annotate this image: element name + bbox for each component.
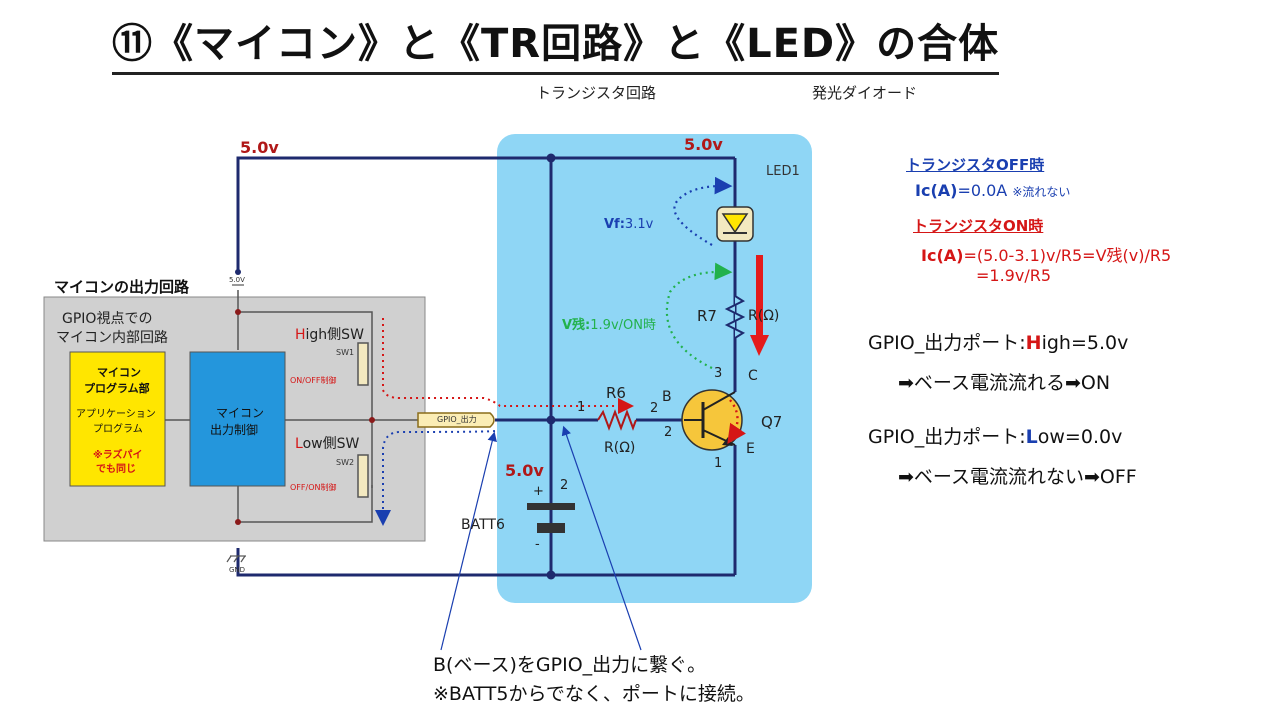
batt-id-label: BATT6 xyxy=(461,517,505,533)
transistor-q7 xyxy=(681,389,743,451)
bottom-note-line1: B(ベース)をGPIO_出力に繋ぐ。 xyxy=(433,654,707,676)
batt-minus-label: - xyxy=(535,537,540,552)
battery-batt6 xyxy=(527,503,575,533)
led-id-label: LED1 xyxy=(766,164,800,179)
output-line1: マイコン xyxy=(216,406,265,420)
led-symbol xyxy=(716,206,754,242)
vcc-right-label: 5.0v xyxy=(684,135,723,154)
bottom-note-line2: ※BATT5からでなく、ポートに接続。 xyxy=(433,683,755,705)
program-line6: でも同じ xyxy=(96,464,136,475)
gpio-pin-tag xyxy=(417,412,495,428)
batt-pin2-label: 2 xyxy=(560,478,569,493)
low-flow-arrow xyxy=(375,430,496,526)
r6-label: R6 xyxy=(606,384,626,402)
gpio-low-result: ➡ベース電流流れない➡OFF xyxy=(898,466,1137,488)
high-flow-arrow xyxy=(382,318,634,414)
output-block xyxy=(189,351,286,487)
transistor-panel xyxy=(497,134,812,603)
r6-resistor xyxy=(597,409,637,431)
subtitle-led: 発光ダイオード xyxy=(812,84,918,102)
q7-pin-3: 3 xyxy=(714,366,723,381)
program-line4: プログラム xyxy=(93,424,143,435)
vzan-arrow xyxy=(665,262,733,369)
pin-b-label: B xyxy=(662,389,672,405)
page-title: ⑪《マイコン》と《TR回路》と《LED》の合体 xyxy=(112,16,1000,75)
program-line3: アプリケーション xyxy=(76,409,156,420)
vf-label: Vf:3.1v xyxy=(604,217,654,232)
gpio-pin-label: GPIO_出力 xyxy=(437,415,477,424)
off-title: トランジスタOFF時 xyxy=(906,156,1045,174)
subtitle-transistor: トランジスタ回路 xyxy=(536,84,657,102)
vzan-label: V残:1.9v/ON時 xyxy=(562,318,656,333)
high-sw-label: High側SW xyxy=(295,327,364,343)
off-ic-line: Ic(A)=0.0A ※流れない xyxy=(915,181,1071,200)
mcu-box-label-1: GPIO視点での xyxy=(62,311,153,327)
mcu-box-label-2: マイコン内部回路 xyxy=(56,330,168,346)
r6-pin-1: 1 xyxy=(577,400,586,415)
program-line5: ※ラズパイ xyxy=(93,450,143,461)
gpio-low-line: GPIO_出力ポート:Low=0.0v xyxy=(868,426,1123,448)
low-sw-label: Low側SW xyxy=(295,436,360,452)
r6-pin-2: 2 xyxy=(650,401,659,416)
gpio-high-line: GPIO_出力ポート:High=5.0v xyxy=(868,332,1129,354)
on-ic-line: Ic(A)=(5.0-3.1)v/R5=V残(v)/R5 xyxy=(921,246,1172,265)
r6-value: R(Ω) xyxy=(604,440,636,456)
gpio-high-result: ➡ベース電流流れる➡ON xyxy=(898,372,1111,394)
r7-resistor xyxy=(724,288,746,346)
sw1-label: SW1 xyxy=(336,348,355,357)
r7-value: R(Ω) xyxy=(748,308,780,324)
program-block xyxy=(69,351,166,487)
sw2-label: SW2 xyxy=(336,458,355,467)
pin-c-label: C xyxy=(748,368,758,384)
q7-pin-1: 1 xyxy=(714,456,723,471)
on-title: トランジスタON時 xyxy=(913,217,1044,235)
collector-current-arrow xyxy=(750,255,769,356)
wire-top xyxy=(236,156,735,272)
vcc-small-label: 5.0V xyxy=(229,276,245,284)
batt-plus-label: + xyxy=(533,484,544,499)
program-line1: マイコン xyxy=(97,366,141,379)
high-switch xyxy=(357,340,373,388)
on-ic-line2: =1.9v/R5 xyxy=(976,266,1052,285)
q7-pin-2: 2 xyxy=(664,425,673,440)
low-sw-action: OFF/ON制御 xyxy=(290,483,337,492)
vf-arrow xyxy=(673,176,733,246)
output-line2: 出力制御 xyxy=(210,423,259,437)
q7-label: Q7 xyxy=(761,413,783,431)
pin-e-label: E xyxy=(746,441,755,457)
mcu-section-label: マイコンの出力回路 xyxy=(54,278,190,296)
program-line2: プログラム部 xyxy=(84,382,150,395)
low-switch xyxy=(357,454,373,498)
vcc-left-label: 5.0v xyxy=(240,138,279,157)
batt-voltage-label: 5.0v xyxy=(505,461,544,480)
r7-label: R7 xyxy=(697,307,717,325)
high-sw-action: ON/OFF制御 xyxy=(290,376,337,385)
gnd-small-label: GND xyxy=(229,566,246,574)
